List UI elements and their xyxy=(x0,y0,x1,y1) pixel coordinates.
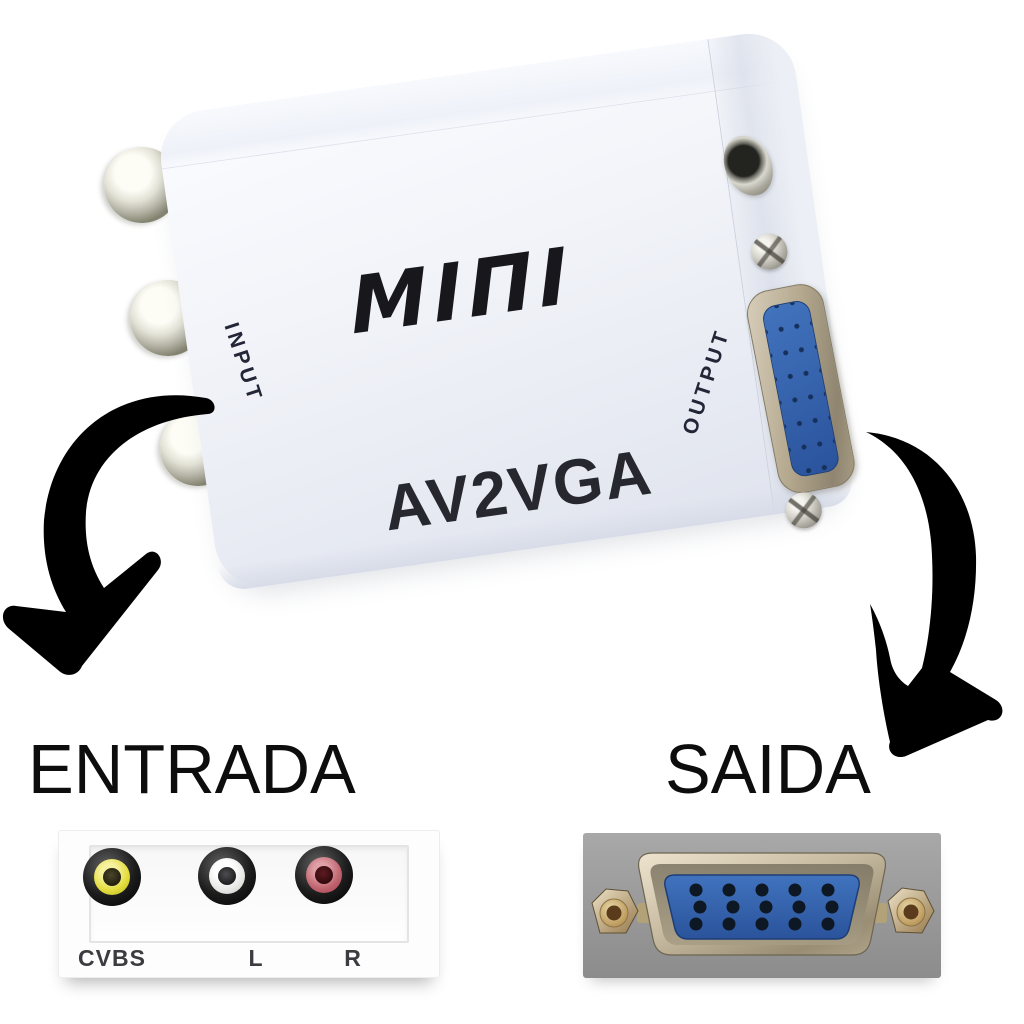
vga-connector-shell xyxy=(637,852,887,956)
cvbs-jack-label: CVBS xyxy=(78,945,146,971)
saida-label: SAIDA xyxy=(665,730,871,808)
left-audio-jack-icon xyxy=(198,847,256,905)
right-audio-jack-icon xyxy=(295,846,353,904)
output-side-label: OUTPUT xyxy=(678,325,735,438)
vga-output-port-icon xyxy=(742,280,859,498)
left-jack-label: L xyxy=(248,945,264,971)
brand-logo: MIΠI xyxy=(347,231,577,353)
left-hex-standoff-icon xyxy=(591,888,639,934)
right-jack-label: R xyxy=(344,945,362,971)
right-hex-standoff-icon xyxy=(887,887,935,934)
device-top-face xyxy=(154,27,796,170)
vga-pin-holes xyxy=(689,883,839,931)
vga-output-panel-photo xyxy=(583,833,941,978)
cvbs-jack-icon xyxy=(83,848,141,906)
av2vga-converter-device: MIΠI AV2VGA INPUT OUTPUT xyxy=(154,27,859,593)
curved-arrow-right-icon xyxy=(866,432,1003,758)
entrada-label: ENTRADA xyxy=(28,730,356,808)
rca-input-panel-photo: CVBS L R xyxy=(58,830,440,978)
input-side-label: INPUT xyxy=(219,319,268,406)
